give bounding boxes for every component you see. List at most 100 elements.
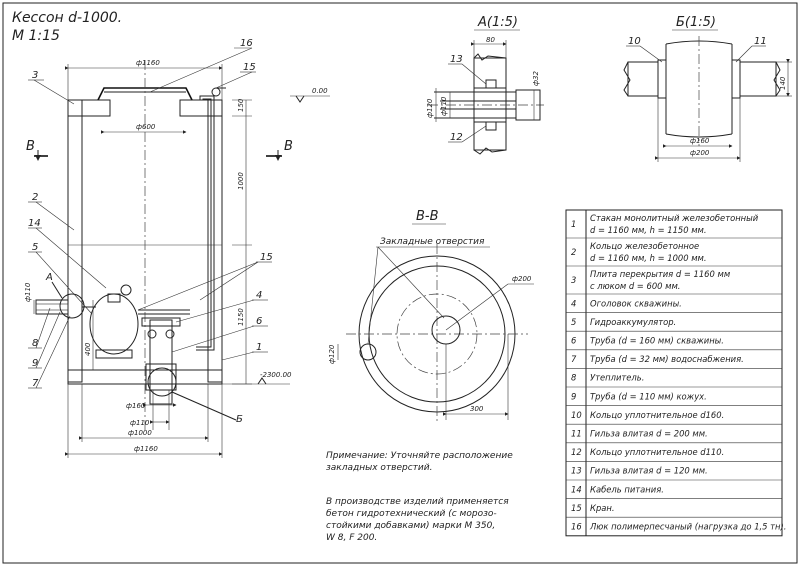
legend-number: 6	[571, 336, 576, 346]
legend-number: 5	[571, 317, 576, 327]
view-b-part-11: 11	[754, 36, 767, 47]
top-slab-right	[179, 99, 223, 117]
legend-text-line2: d = 1160 мм, h = 1000 мм.	[590, 253, 707, 263]
callout-a: А	[45, 272, 53, 283]
legend-number: 8	[571, 373, 576, 383]
part-7: 7	[32, 378, 39, 389]
concrete-note-1: В производстве изделий применяется	[326, 497, 509, 507]
view-b-dim-140: 140	[779, 76, 787, 90]
section-marker-left: В	[26, 139, 35, 154]
accumulator	[89, 293, 139, 355]
legend-number: 4	[571, 298, 576, 308]
legend-text-line2: с люком d = 600 мм.	[590, 281, 680, 291]
legend-text: Труба (d = 160 мм) скважины.	[590, 336, 724, 346]
legend-table: 1 Стакан монолитный железобетонный d = 116…	[565, 209, 786, 537]
part-14: 14	[28, 218, 41, 229]
view-b-dim-d160: ф160	[690, 137, 710, 145]
legend-text: Утеплитель.	[590, 373, 644, 383]
legend-number: 10	[571, 410, 582, 420]
section-dim-d200: ф200	[512, 275, 532, 283]
legend-text-line2: d = 1160 мм, h = 1150 мм.	[590, 225, 707, 235]
main-elevation: ф1160 ф600 150 1000 1150 0.00 -2300.00 В…	[24, 38, 330, 458]
legend-text: Кольцо уплотнительное d160.	[590, 410, 724, 420]
legend-text: Плита перекрытия d = 1160 мм	[590, 269, 730, 279]
legend-number: 3	[571, 275, 576, 285]
dim-base-height: 1150	[237, 308, 245, 326]
view-a-part-12: 12	[450, 132, 463, 143]
legend-number: 13	[571, 466, 582, 476]
dim-outer-d1160: ф1160	[134, 445, 158, 453]
view-a-title: А(1:5)	[477, 15, 518, 30]
drawing-title: Кессон d-1000.	[12, 10, 122, 26]
dim-pipe-d110: ф110	[130, 419, 150, 427]
dim-top-diameter: ф1160	[136, 59, 160, 67]
top-slab-left	[67, 99, 111, 117]
part-2: 2	[32, 192, 38, 203]
part-15-top: 15	[243, 62, 256, 73]
dim-hatch-diameter: ф600	[136, 123, 156, 131]
legend-text: Труба (d = 110 мм) кожух.	[590, 391, 707, 401]
legend-number: 16	[571, 522, 582, 532]
legend-text: Гильза влитая d = 120 мм.	[590, 466, 708, 476]
note-line-2: закладных отверстий.	[326, 463, 432, 473]
legend-number: 9	[571, 391, 576, 401]
concrete-note-2: бетон гидротехнический (с морозо-	[326, 509, 497, 519]
level-zero: 0.00	[312, 87, 328, 95]
left-wall	[67, 99, 83, 383]
concrete-note-3: стойкими добавками) марки М 350,	[326, 521, 495, 531]
detail-view-b: Б(1:5) 140 ф160 ф200 10 11	[623, 15, 792, 162]
legend-number: 15	[571, 503, 582, 513]
note-line-1: Примечание: Уточняйте расположение	[326, 451, 513, 461]
part-5: 5	[32, 242, 38, 253]
view-a-dim-d32: ф32	[532, 71, 540, 86]
view-b-title: Б(1:5)	[676, 15, 716, 30]
view-b-part-10: 10	[628, 36, 641, 47]
legend-number: 12	[571, 447, 582, 457]
view-a-dim-80: 80	[486, 36, 495, 44]
view-a-dim-d120: ф120	[426, 98, 434, 118]
legend-text: Кольцо железобетонное	[590, 241, 699, 251]
legend-text: Гильза влитая d = 200 мм.	[590, 429, 708, 439]
legend-text: Кольцо уплотнительное d110.	[590, 447, 724, 457]
view-b-dim-d200: ф200	[690, 149, 710, 157]
dim-side-pipe-diameter: ф110	[24, 282, 32, 302]
legend-text: Стакан монолитный железобетонный	[590, 213, 759, 223]
callout-b: Б	[236, 414, 243, 425]
legend-text: Труба (d = 32 мм) водоснабжения.	[590, 354, 744, 364]
legend-number: 14	[571, 484, 582, 494]
section-bb: В-В Закладные отверстия ф200 ф120 300	[328, 209, 534, 424]
part-4: 4	[256, 290, 262, 301]
legend-number: 7	[571, 354, 577, 364]
legend-text: Гидроаккумулятор.	[590, 317, 676, 327]
legend-number: 1	[571, 219, 576, 229]
dim-inner-d1000: ф1000	[128, 429, 152, 437]
dim-casing-d160: ф160	[126, 402, 146, 410]
drawing-scale: М 1:15	[12, 28, 60, 44]
part-16: 16	[240, 38, 253, 49]
part-1: 1	[256, 342, 262, 353]
legend-text: Люк полимерпесчаный (нагрузка до 1,5 тн)…	[589, 522, 786, 532]
view-a-dim-d110: ф110	[440, 96, 448, 116]
part-15-mid: 15	[260, 252, 273, 263]
section-dim-d120: ф120	[328, 344, 336, 364]
legend-number: 11	[571, 429, 582, 439]
level-bottom: -2300.00	[260, 371, 292, 379]
dim-slab-thickness: 150	[237, 98, 245, 112]
detail-view-a: А(1:5) 80 ф32 ф120 ф110 13 12	[426, 15, 544, 155]
section-label: Закладные отверстия	[380, 237, 485, 247]
section-marker-right: В	[284, 139, 293, 154]
part-3: 3	[32, 70, 38, 81]
legend-frame	[565, 209, 783, 537]
dim-ring-height: 1000	[237, 172, 245, 190]
section-dim-300: 300	[470, 405, 484, 413]
section-title: В-В	[416, 209, 439, 224]
part-6: 6	[256, 316, 262, 327]
legend-text: Оголовок скважины.	[590, 298, 682, 308]
view-a-part-13: 13	[450, 54, 463, 65]
legend-number: 2	[571, 247, 576, 257]
legend-text: Кран.	[590, 503, 615, 513]
concrete-note-4: W 8, F 200.	[326, 533, 377, 543]
section-hole-small	[359, 343, 377, 361]
